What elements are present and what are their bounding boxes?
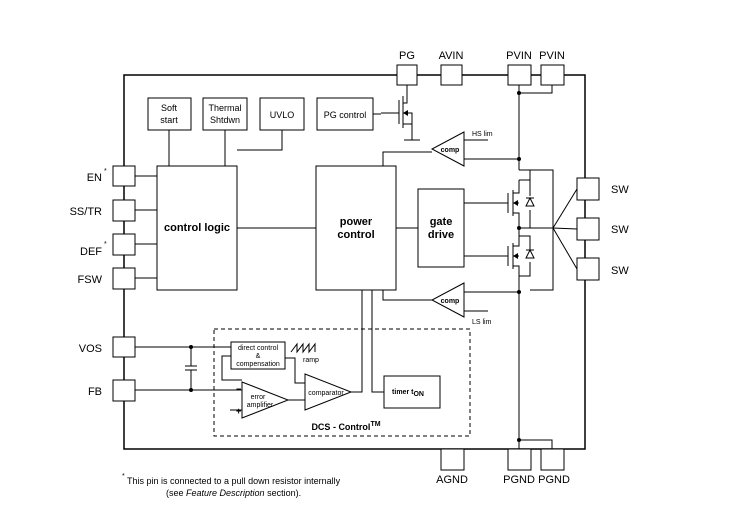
wire-direct-to-comp xyxy=(285,357,305,384)
svg-text:UVLO: UVLO xyxy=(270,110,295,120)
svg-text:comp: comp xyxy=(441,147,460,154)
svg-text:power: power xyxy=(340,216,373,228)
wire-uvlo xyxy=(237,130,283,151)
svg-text:SW: SW xyxy=(611,184,629,196)
svg-text:PVIN: PVIN xyxy=(506,50,532,62)
pin-pvin-2: PVIN xyxy=(539,50,565,86)
svg-text:PVIN: PVIN xyxy=(539,50,565,62)
soft-start-block: Soft start xyxy=(147,97,192,131)
svg-text:timer tON: timer tON xyxy=(392,389,424,398)
gate-drive-block: gate drive xyxy=(417,188,465,268)
svg-text:control logic: control logic xyxy=(164,222,230,234)
ramp-icon: ramp xyxy=(290,342,319,364)
svg-text:−: − xyxy=(236,384,241,394)
wire-comp-to-power xyxy=(351,290,363,393)
footnote: * This pin is connected to a pull down r… xyxy=(122,473,341,498)
svg-text:control: control xyxy=(337,229,374,241)
svg-text:DEF: DEF xyxy=(80,246,102,258)
svg-text:Shtdwn: Shtdwn xyxy=(210,115,240,125)
svg-text:(see Feature Description secti: (see Feature Description section). xyxy=(166,488,301,498)
pg-transistor xyxy=(373,85,420,141)
wire-ls-comp-out xyxy=(382,290,432,301)
pg-control-block: PG control xyxy=(316,97,374,131)
svg-text:FB: FB xyxy=(88,386,102,398)
error-amplifier: error amplifier − + xyxy=(236,381,290,419)
svg-text:EN: EN xyxy=(87,172,102,184)
svg-text:*: * xyxy=(104,241,107,248)
pin-fsw: FSW xyxy=(78,267,136,290)
svg-text:PGND: PGND xyxy=(538,474,570,486)
ls-comparator: comp xyxy=(430,282,465,318)
svg-text:direct control: direct control xyxy=(238,345,279,352)
pin-pvin-1: PVIN xyxy=(506,50,532,86)
direct-control-block: direct control & compensation xyxy=(230,341,286,370)
pin-sw-2: SW xyxy=(576,217,629,241)
svg-text:*: * xyxy=(122,473,125,480)
comparator-block: comparator xyxy=(304,373,353,411)
dcs-control-label: DCS - ControlTM xyxy=(311,421,380,432)
svg-text:AGND: AGND xyxy=(436,474,468,486)
svg-text:Thermal: Thermal xyxy=(208,103,241,113)
pin-sw-3: SW xyxy=(576,257,629,281)
ls-lim-label: LS lim xyxy=(472,319,492,326)
svg-text:SW: SW xyxy=(611,224,629,236)
pin-en: EN * xyxy=(87,165,136,187)
pin-avin: AVIN xyxy=(439,50,464,86)
timer-block: timer tON xyxy=(383,375,441,409)
hs-lim-label: HS lim xyxy=(472,131,493,138)
power-stage xyxy=(464,85,578,449)
svg-text:&: & xyxy=(256,353,261,360)
pin-ss-tr: SS/TR xyxy=(70,199,136,222)
svg-text:PGND: PGND xyxy=(503,474,535,486)
svg-text:comparator: comparator xyxy=(308,390,344,397)
pin-agnd: AGND xyxy=(436,448,468,486)
svg-text:SS/TR: SS/TR xyxy=(70,206,102,218)
control-logic-block: control logic xyxy=(156,165,238,291)
svg-text:gate: gate xyxy=(430,216,453,228)
svg-text:PG control: PG control xyxy=(324,110,367,120)
pin-def: DEF * xyxy=(80,233,136,258)
svg-text:FSW: FSW xyxy=(78,274,103,286)
wire-timer xyxy=(371,290,384,393)
dcs-control-region xyxy=(213,328,471,437)
svg-text:comp: comp xyxy=(441,298,460,305)
pin-sw-1: SW xyxy=(576,177,629,201)
pin-fb: FB xyxy=(88,379,136,402)
uvlo-block: UVLO xyxy=(259,97,305,131)
svg-text:Soft: Soft xyxy=(161,103,178,113)
pin-pg: PG xyxy=(396,50,418,86)
wire-direct-to-amp xyxy=(221,355,242,381)
svg-text:ramp: ramp xyxy=(303,357,319,364)
svg-text:VOS: VOS xyxy=(79,343,102,355)
capacitor xyxy=(185,347,197,390)
svg-text:amplifier: amplifier xyxy=(247,402,274,409)
pin-pgnd-2: PGND xyxy=(538,448,570,486)
svg-text:+: + xyxy=(236,406,241,416)
wire-hs-comp-out xyxy=(382,151,432,166)
svg-text:drive: drive xyxy=(428,229,454,241)
svg-text:compensation: compensation xyxy=(236,361,280,368)
hs-comparator: comp xyxy=(430,131,465,167)
svg-text:This pin is connected to a pul: This pin is connected to a pull down res… xyxy=(127,476,341,486)
power-control-block: power control xyxy=(315,165,397,291)
pin-vos: VOS xyxy=(79,336,136,358)
svg-text:error: error xyxy=(251,394,266,401)
svg-text:PG: PG xyxy=(399,50,415,62)
svg-text:AVIN: AVIN xyxy=(439,50,464,62)
svg-text:SW: SW xyxy=(611,265,629,277)
svg-text:start: start xyxy=(160,115,178,125)
thermal-shutdown-block: Thermal Shtdwn xyxy=(202,97,248,131)
pin-pgnd-1: PGND xyxy=(503,448,535,486)
svg-text:*: * xyxy=(104,168,107,175)
